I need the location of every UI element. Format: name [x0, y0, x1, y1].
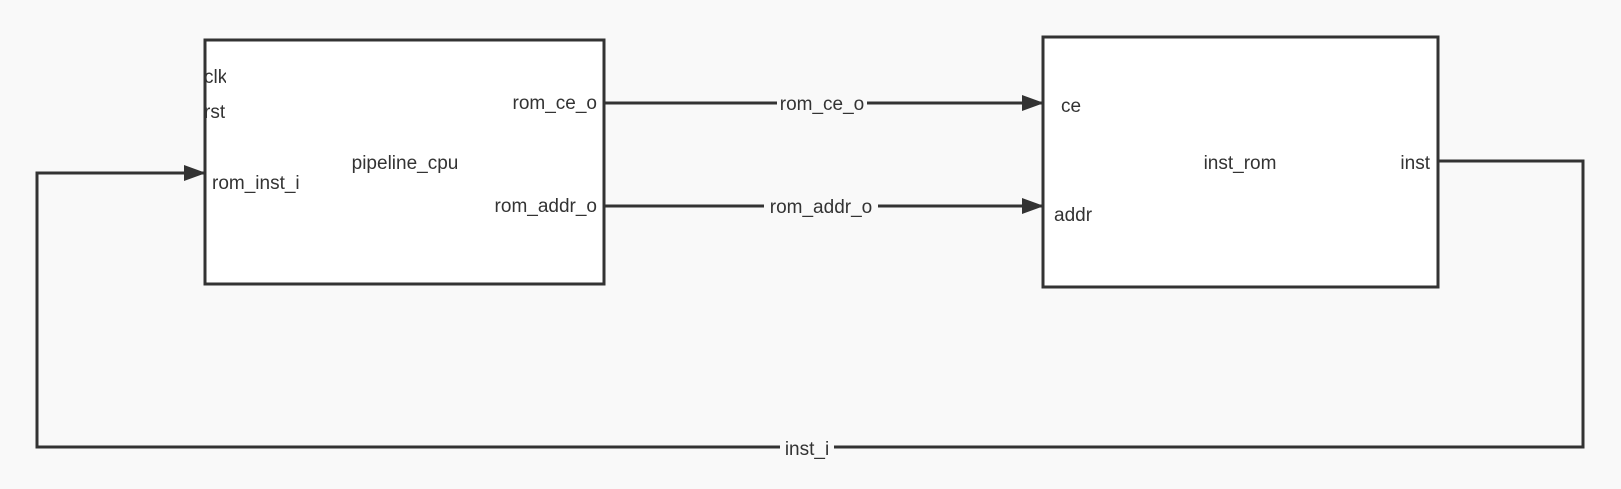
wire-rom-addr-label-bg	[764, 194, 878, 218]
rom-port-ce: ce	[1061, 96, 1081, 117]
wire-inst-feedback: inst_i	[35, 159, 1585, 460]
wire-rom-addr-label: rom_addr_o	[770, 197, 872, 218]
cpu-port-rst: rst	[204, 102, 226, 123]
wire-rom-ce-label-bg	[777, 91, 867, 115]
inst-rom-box[interactable]	[1041, 35, 1440, 289]
wire-rom-ce-label: rom_ce_o	[780, 94, 865, 115]
pipeline-cpu-box[interactable]	[203, 38, 606, 286]
wire-rom-addr: rom_addr_o	[604, 194, 1044, 218]
cpu-port-rom-inst-i: rom_inst_i	[212, 173, 300, 194]
wire-rom-ce: rom_ce_o	[604, 91, 1044, 115]
inst-rom-block[interactable]: inst_rom ce addr inst	[1041, 35, 1440, 289]
wire-inst-feedback-label-bg	[780, 435, 834, 459]
inst-rom-label: inst_rom	[1204, 153, 1277, 174]
rom-port-inst: inst	[1400, 153, 1430, 174]
wire-inst-feedback-label: inst_i	[785, 439, 829, 460]
cpu-port-clk: clk	[204, 67, 228, 88]
pipeline-cpu-block[interactable]: pipeline_cpu clk rst rom_inst_i rom_ce_o…	[203, 38, 606, 286]
rom-port-addr: addr	[1054, 205, 1093, 226]
pipeline-cpu-label: pipeline_cpu	[352, 153, 459, 174]
cpu-port-rom-ce-o: rom_ce_o	[513, 93, 598, 114]
cpu-port-rom-addr-o: rom_addr_o	[495, 196, 597, 217]
